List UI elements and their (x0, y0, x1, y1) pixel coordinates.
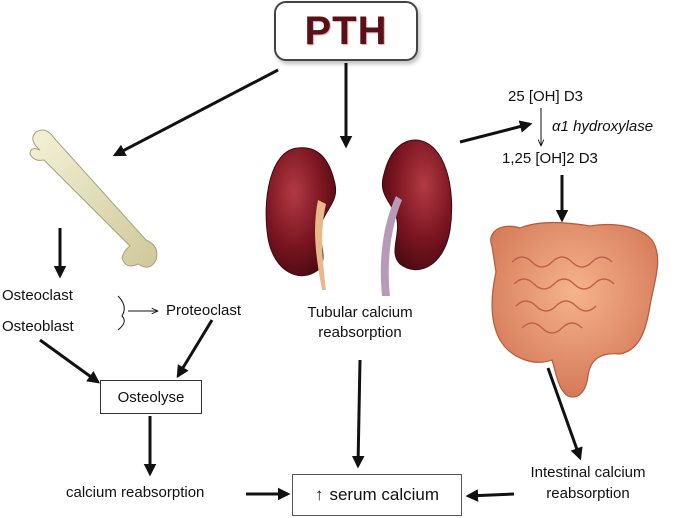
tubular-reabsorption-line2: reabsorption (318, 324, 402, 341)
osteoclast-label: Osteoclast (2, 287, 73, 304)
intestinal-reabsorption-line1: Intestinal calcium (530, 464, 646, 481)
osteoblast-label: Osteoblast (2, 318, 74, 335)
vitamin-d-precursor-label: 25 [OH] D3 (508, 88, 584, 105)
arrow-kidney-to-vitd (459, 120, 533, 144)
tubular-reabsorption-line1: Tubular calcium (307, 304, 413, 321)
intestinal-reabsorption-line2: reabsorption (546, 485, 630, 502)
hydroxylase-label: α1 hydroxylase (552, 118, 654, 135)
arrow-intestine-to-serum (465, 489, 515, 502)
arrows (39, 63, 583, 502)
osteolyse-label: Osteolyse (117, 388, 185, 406)
serum-calcium-label: serum calcium (329, 485, 440, 504)
bone-illustration (29, 129, 158, 268)
arrow-intestine-to-absorption (546, 367, 583, 461)
serum-calcium-box: ↑ serum calcium (292, 474, 462, 516)
arrow-osteoblast-to-osteolyse (39, 338, 101, 384)
pth-box: PTH (274, 1, 418, 61)
up-arrow-icon: ↑ (314, 485, 324, 504)
arrow-kidney-to-serum (351, 359, 365, 469)
vitamin-d-active-label: 1,25 [OH]2 D3 (502, 150, 598, 167)
arrow-cells-to-proteoclast (117, 295, 125, 331)
pth-label: PTH (304, 8, 388, 53)
intestine-illustration (490, 221, 659, 398)
kidneys-illustration (265, 139, 453, 296)
proteoclast-label: Proteoclast (166, 302, 242, 319)
arrow-proteoclast-to-osteolyse (176, 319, 214, 379)
calcium-reabsorption-label: calcium reabsorption (66, 484, 205, 501)
arrow-pth-to-bone (112, 68, 279, 157)
osteolyse-box: Osteolyse (100, 380, 202, 414)
